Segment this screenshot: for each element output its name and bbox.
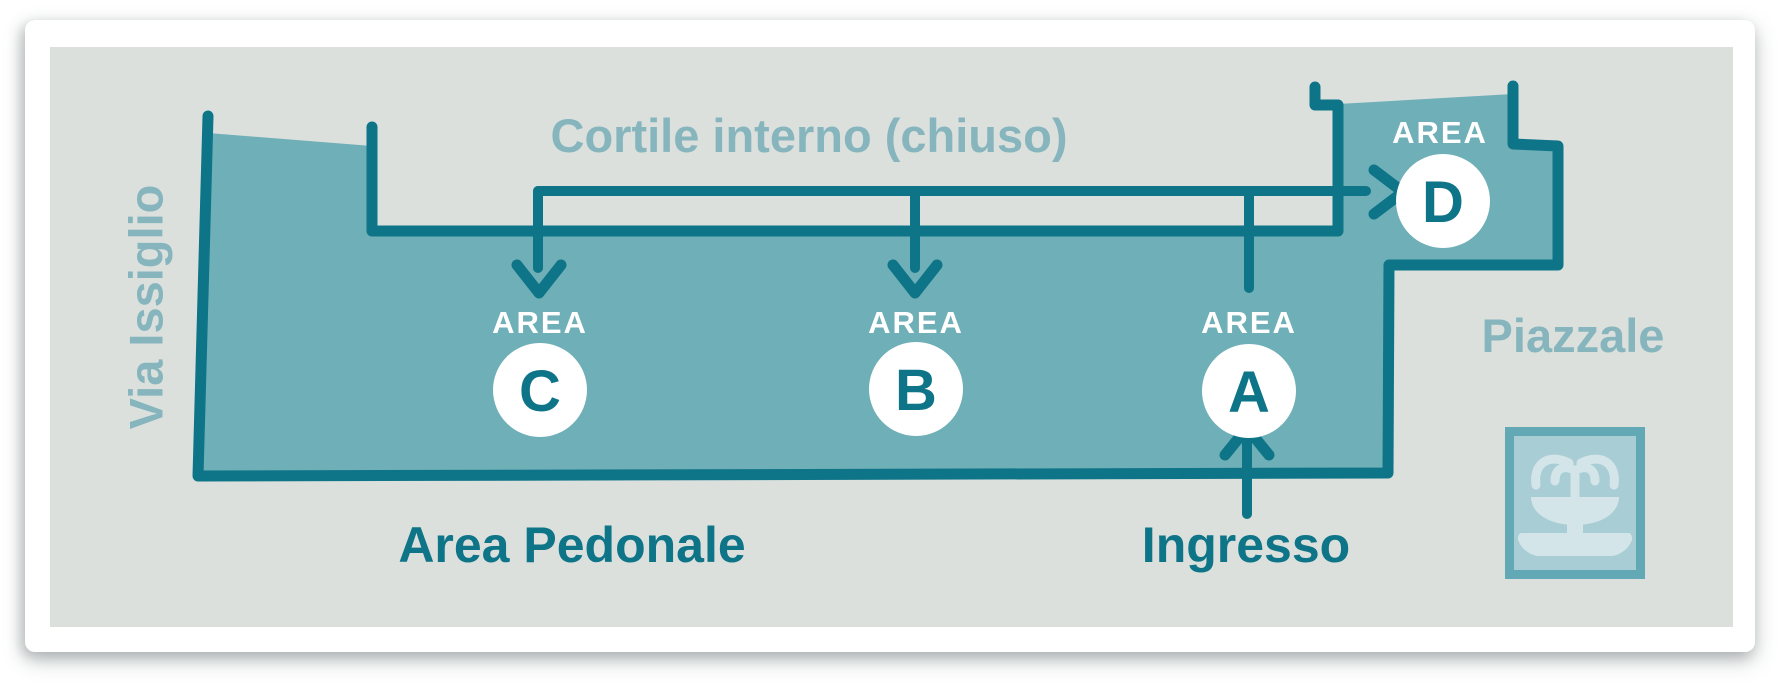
area-circle-c xyxy=(493,343,587,437)
area-letter-c: C xyxy=(519,359,561,424)
zone-outline-main xyxy=(192,80,1564,482)
plaza-label: Piazzale xyxy=(1482,309,1665,362)
entrance-label: Ingresso xyxy=(1142,517,1350,573)
area-word-d: AREA xyxy=(1392,115,1488,150)
area-word-a: AREA xyxy=(1201,305,1297,340)
area-circle-a xyxy=(1202,344,1296,438)
fountain-icon xyxy=(1505,427,1645,579)
area-word-c: AREA xyxy=(492,305,588,340)
arrowhead-to-c-icon xyxy=(511,259,567,299)
area-marker-a: AREA A xyxy=(1201,305,1297,438)
area-circle-b xyxy=(869,342,963,436)
area-word-b: AREA xyxy=(868,305,964,340)
area-letter-a: A xyxy=(1228,360,1270,425)
arrowhead-to-b-icon xyxy=(887,259,943,299)
pedestrian-zone-label: Area Pedonale xyxy=(398,517,745,573)
area-marker-c: AREA C xyxy=(492,305,588,437)
street-label: Via Issiglio xyxy=(119,185,172,430)
courtyard-label: Cortile interno (chiuso) xyxy=(551,109,1068,162)
area-marker-d: AREA D xyxy=(1392,115,1490,248)
area-letter-b: B xyxy=(895,358,937,423)
area-letter-d: D xyxy=(1422,170,1464,235)
area-circle-d xyxy=(1396,154,1490,248)
area-marker-b: AREA B xyxy=(868,305,964,436)
zone-outline-top xyxy=(366,81,1344,237)
